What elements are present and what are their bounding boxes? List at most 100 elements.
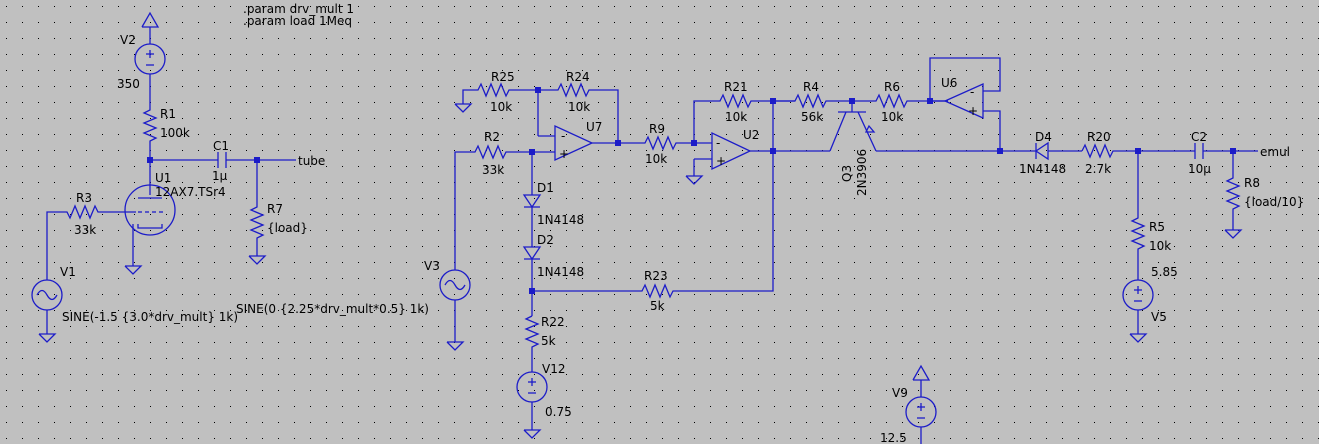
v5-source[interactable] bbox=[1122, 279, 1154, 343]
d1-label: D1 bbox=[537, 181, 554, 195]
r1-value: 100k bbox=[160, 126, 190, 140]
r21-resistor[interactable] bbox=[693, 93, 795, 143]
r25-value: 10k bbox=[490, 100, 512, 114]
r20-label: R20 bbox=[1087, 130, 1111, 144]
r9-resistor[interactable] bbox=[618, 135, 712, 151]
net-tube[interactable]: tube bbox=[298, 154, 325, 168]
r4-value: 56k bbox=[801, 110, 823, 124]
r6-value: 10k bbox=[881, 110, 903, 124]
param-load[interactable]: .param load 1Meq bbox=[243, 14, 352, 28]
u7-minus: - bbox=[561, 129, 565, 143]
r8-resistor[interactable] bbox=[1224, 151, 1243, 239]
r24-label: R24 bbox=[566, 70, 590, 84]
r8-value: {load/10} bbox=[1244, 195, 1304, 209]
r2-label: R2 bbox=[484, 130, 500, 144]
u6-label: U6 bbox=[941, 76, 957, 90]
r5-label: R5 bbox=[1149, 220, 1165, 234]
u7-plus: + bbox=[559, 147, 569, 161]
r23-value: 5k bbox=[650, 299, 665, 313]
v2-value: 350 bbox=[117, 77, 140, 91]
v2-source[interactable] bbox=[134, 11, 166, 102]
r9-label: R9 bbox=[649, 122, 665, 136]
v9-source[interactable] bbox=[905, 364, 937, 444]
r20-value: 2.7k bbox=[1085, 162, 1111, 176]
c1-capacitor[interactable] bbox=[217, 152, 296, 168]
r3-label: R3 bbox=[76, 191, 92, 205]
r2-resistor[interactable] bbox=[454, 144, 538, 270]
junction bbox=[770, 148, 776, 154]
r8-label: R8 bbox=[1244, 176, 1260, 190]
v3-source[interactable] bbox=[439, 269, 471, 351]
r3-resistor[interactable] bbox=[46, 204, 104, 280]
d2-label: D2 bbox=[537, 233, 554, 247]
d1-diode[interactable] bbox=[522, 152, 542, 247]
v3-label: V3 bbox=[424, 259, 440, 273]
v9-label: V9 bbox=[892, 386, 908, 400]
q3-value: 2N3906 bbox=[855, 149, 869, 196]
d2-value: 1N4148 bbox=[537, 265, 584, 279]
u7-label: U7 bbox=[586, 120, 602, 134]
v5-label: V5 bbox=[1151, 310, 1167, 324]
r22-resistor[interactable] bbox=[524, 315, 540, 372]
c1-value: 1µ bbox=[212, 169, 228, 183]
u6-opamp[interactable] bbox=[929, 57, 1001, 151]
r1-label: R1 bbox=[160, 107, 176, 121]
r24-value: 10k bbox=[568, 100, 590, 114]
v1-source[interactable] bbox=[31, 279, 63, 343]
q3-transistor[interactable] bbox=[829, 101, 1000, 152]
u1-triode[interactable] bbox=[104, 184, 176, 275]
r9-value: 10k bbox=[645, 152, 667, 166]
r21-label: R21 bbox=[724, 80, 748, 94]
r20-resistor[interactable] bbox=[1081, 143, 1195, 159]
v3-value: SINE(0 {2.25*drv_mult*0.5} 1k) bbox=[236, 302, 429, 316]
r2-value: 33k bbox=[482, 163, 504, 177]
r24-resistor[interactable] bbox=[538, 82, 619, 144]
r7-resistor[interactable] bbox=[248, 160, 267, 265]
r7-value: {load} bbox=[267, 221, 308, 235]
u6-plus: + bbox=[968, 104, 978, 118]
u1-label: U1 bbox=[155, 171, 171, 185]
u7-opamp[interactable] bbox=[538, 124, 618, 162]
c1-label: C1 bbox=[213, 139, 229, 153]
d4-diode[interactable] bbox=[1000, 141, 1082, 161]
r5-resistor[interactable] bbox=[1130, 151, 1146, 280]
v12-value: 0.75 bbox=[545, 405, 572, 419]
r21-value: 10k bbox=[725, 110, 747, 124]
v12-label: V12 bbox=[542, 362, 565, 376]
r4-label: R4 bbox=[803, 80, 819, 94]
param-drv-mult[interactable]: .param drv_mult 1 bbox=[243, 2, 354, 16]
v9-value: 12.5 bbox=[880, 431, 907, 444]
net-emul[interactable]: emul bbox=[1260, 145, 1290, 159]
c2-value: 10µ bbox=[1188, 162, 1211, 176]
r1-resistor[interactable] bbox=[142, 102, 158, 160]
r25-label: R25 bbox=[491, 70, 515, 84]
u2-minus: - bbox=[716, 136, 720, 150]
d2-diode[interactable] bbox=[522, 246, 542, 316]
q3-label: Q3 bbox=[840, 165, 854, 182]
d4-value: 1N4148 bbox=[1019, 162, 1066, 176]
v5-value: 5.85 bbox=[1151, 265, 1178, 279]
d1-value: 1N4148 bbox=[537, 213, 584, 227]
r5-value: 10k bbox=[1149, 239, 1171, 253]
r25-resistor[interactable] bbox=[454, 82, 538, 113]
c2-label: C2 bbox=[1191, 130, 1207, 144]
v1-value: SINE(-1.5 {3.0*drv_mult} 1k) bbox=[62, 310, 238, 324]
u2-plus: + bbox=[716, 154, 726, 168]
v2-label: V2 bbox=[120, 33, 136, 47]
r4-resistor[interactable] bbox=[773, 93, 852, 109]
r7-label: R7 bbox=[267, 202, 283, 216]
r6-resistor[interactable] bbox=[852, 93, 948, 109]
r23-label: R23 bbox=[644, 269, 668, 283]
r23-resistor[interactable] bbox=[532, 152, 774, 299]
v12-source[interactable] bbox=[516, 371, 548, 439]
u6-minus: - bbox=[970, 85, 974, 99]
r22-label: R22 bbox=[541, 315, 565, 329]
u2-label: U2 bbox=[743, 128, 759, 142]
d4-label: D4 bbox=[1035, 130, 1052, 144]
v1-label: V1 bbox=[60, 265, 76, 279]
u2-opamp[interactable] bbox=[685, 101, 830, 185]
r3-value: 33k bbox=[74, 223, 96, 237]
r22-value: 5k bbox=[541, 334, 556, 348]
